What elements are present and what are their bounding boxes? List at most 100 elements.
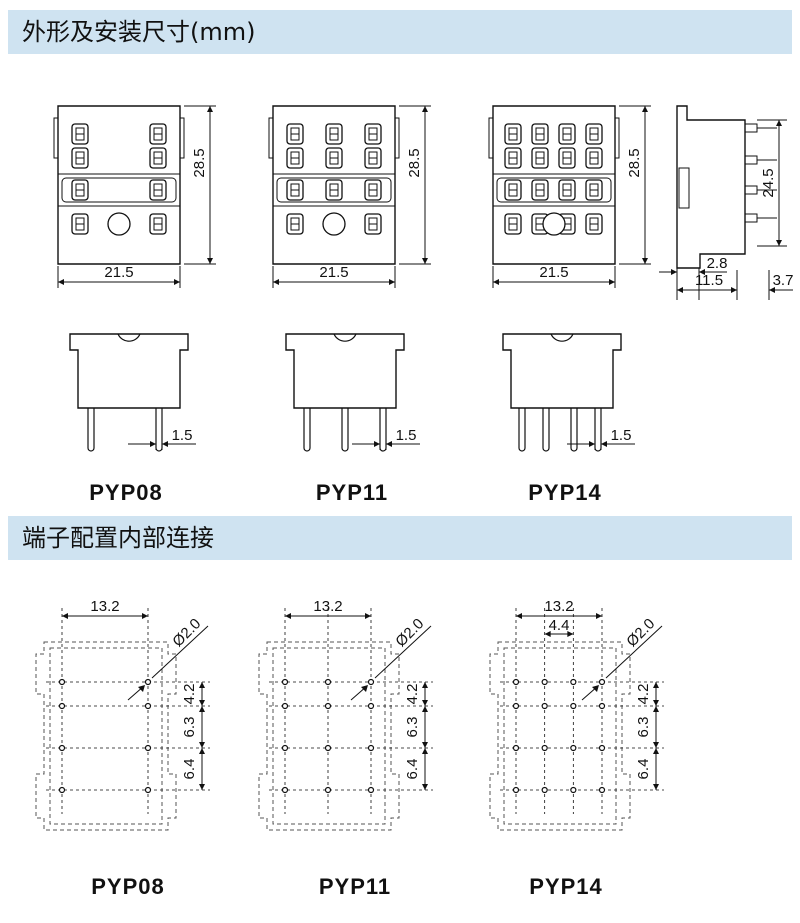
arrow-head: [386, 441, 392, 447]
socket-tab: [394, 117, 400, 159]
arrow-head: [199, 742, 205, 748]
locating-hole: [322, 212, 346, 236]
arrow-head: [199, 700, 205, 706]
arrow-head: [769, 287, 775, 293]
terminal-hole: [512, 786, 520, 794]
socket-outline-dashed: [258, 641, 400, 831]
arrow-head: [516, 613, 522, 619]
terminal-hole: [598, 744, 606, 752]
socket-pin: [542, 408, 550, 452]
arrow-head: [199, 706, 205, 712]
terminal-hole: [144, 786, 152, 794]
terminal-hole: [281, 702, 289, 710]
arrow-head: [207, 106, 213, 112]
arrow-head: [162, 441, 168, 447]
terminal-hole: [598, 786, 606, 794]
terminal-hole: [512, 744, 520, 752]
locating-hole: [107, 212, 131, 236]
arrow-head: [422, 258, 428, 264]
socket-top-view: [57, 105, 181, 265]
arrow-head: [199, 784, 205, 790]
row-gap-label-1: 4.2: [181, 684, 198, 705]
arrow-head: [58, 279, 64, 285]
height-label: 28.5: [191, 148, 208, 177]
terminal-hole: [144, 702, 152, 710]
socket-pin: [303, 408, 311, 452]
terminal-hole: [58, 786, 66, 794]
arrow-head: [653, 700, 659, 706]
terminal-hole: [541, 702, 548, 710]
arrow-head: [150, 441, 156, 447]
arrow-head: [142, 613, 148, 619]
terminal-hole: [570, 678, 577, 686]
terminal-hole: [570, 744, 577, 752]
terminal-hole: [367, 786, 375, 794]
arrow-head: [138, 685, 145, 692]
terminal-hole: [58, 744, 66, 752]
socket-band: [496, 177, 612, 203]
leader-line: [374, 625, 432, 679]
arrow-head: [422, 106, 428, 112]
arrow-head: [653, 682, 659, 688]
row-gap-label-2: 6.3: [181, 717, 198, 738]
arrow-head: [199, 682, 205, 688]
arrow-head: [422, 706, 428, 712]
terminal-hole: [512, 678, 520, 686]
spacing-label: 13.2: [544, 598, 573, 615]
section-header-dimensions: 外形及安装尺寸(mm): [8, 10, 792, 54]
arrow-head: [653, 784, 659, 790]
socket-pin: [87, 408, 95, 452]
row-gap-label-2: 6.3: [404, 717, 421, 738]
side-dim-b-label: 11.5: [695, 272, 723, 289]
socket-tab: [268, 117, 274, 159]
terminal-hole: [58, 678, 66, 686]
arrow-head: [365, 613, 371, 619]
terminal-hole: [281, 678, 289, 686]
socket-tab: [53, 117, 59, 159]
terminal-hole: [598, 678, 606, 686]
front-notch: [550, 333, 574, 342]
arrow-head: [642, 106, 648, 112]
width-label: 21.5: [319, 264, 348, 281]
socket-pin: [518, 408, 526, 452]
side-latch: [678, 167, 690, 209]
arrow-head: [62, 613, 68, 619]
arrow-head: [374, 441, 380, 447]
terminal-hole: [367, 744, 375, 752]
socket-front-view: [502, 333, 622, 409]
leader-line: [151, 625, 209, 679]
side-pin: [744, 185, 758, 195]
arrow-head: [493, 279, 499, 285]
socket-pin: [155, 408, 163, 452]
socket-inner-dashed: [272, 647, 386, 825]
arrow-head: [422, 784, 428, 790]
socket-tab: [179, 117, 185, 159]
arrow-head: [422, 682, 428, 688]
side-pin: [744, 155, 758, 165]
terminal-hole: [58, 702, 66, 710]
socket-band: [276, 177, 392, 203]
row-gap-label-1: 4.2: [404, 684, 421, 705]
front-notch: [333, 333, 357, 342]
model-label-top-1: PYP08: [89, 480, 163, 505]
row-gap-label-1: 4.2: [635, 684, 652, 705]
model-label-bottom-2: PYP11: [318, 874, 392, 899]
arrow-head: [601, 441, 607, 447]
side-dim-c-label: 3.7: [773, 272, 794, 289]
terminal-hole: [512, 702, 520, 710]
arrow-head: [776, 120, 782, 126]
terminal-hole: [367, 702, 375, 710]
width-label: 21.5: [104, 264, 133, 281]
row-gap-label-3: 6.4: [404, 759, 421, 780]
row-gap-label-2: 6.3: [635, 717, 652, 738]
arrow-head: [642, 258, 648, 264]
model-label-bottom-1: PYP08: [91, 874, 165, 899]
pin-width-label: 1.5: [611, 427, 632, 444]
row-gap-label-3: 6.4: [181, 759, 198, 780]
terminal-hole: [144, 744, 152, 752]
arrow-head: [174, 279, 180, 285]
arrow-head: [671, 269, 677, 275]
arrow-head: [731, 287, 737, 293]
socket-side-view: [676, 105, 746, 269]
